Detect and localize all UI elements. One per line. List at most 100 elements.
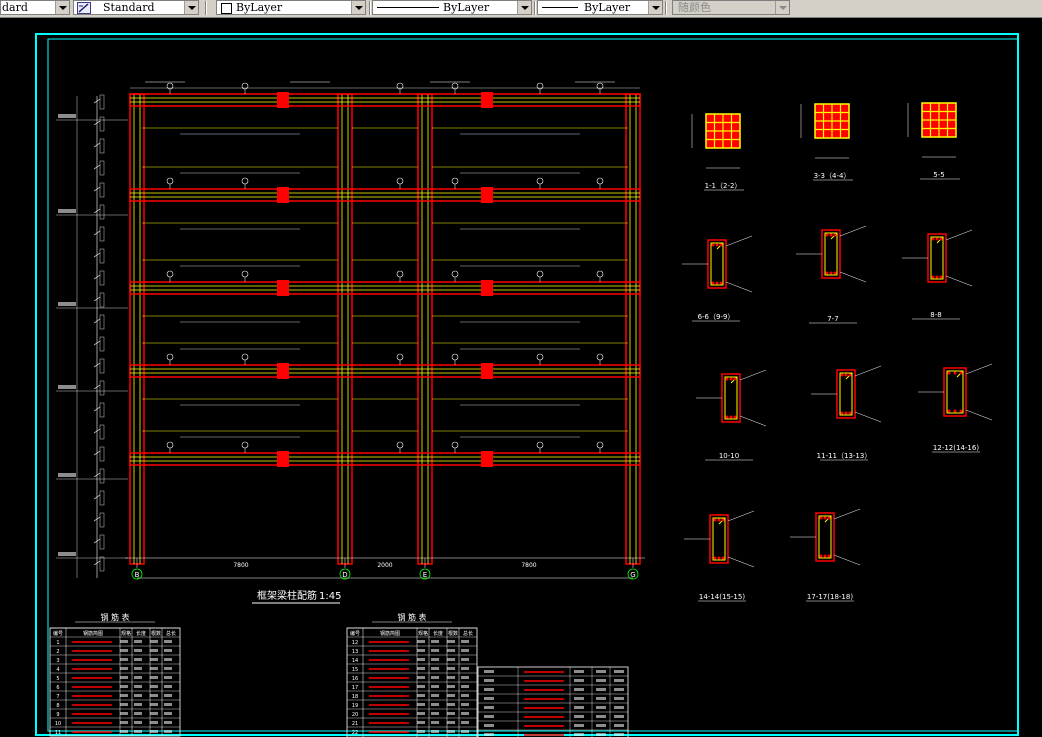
table-header-cell: 编号 — [53, 630, 63, 637]
table-cell-glyph — [461, 676, 469, 679]
longitudinal-bar — [833, 271, 837, 275]
table-row-id: 20 — [352, 712, 358, 718]
table-header-cell: 钢筋简图 — [380, 630, 400, 637]
stirrup — [712, 517, 726, 561]
table-cell-glyph — [461, 667, 469, 670]
level-label-glyph — [58, 114, 76, 118]
table-cell-glyph — [417, 676, 425, 679]
table-cell-glyph — [134, 649, 142, 652]
leader-line — [833, 554, 861, 566]
color-dropdown[interactable]: ByLayer — [216, 0, 366, 15]
table-cell-glyph — [150, 730, 158, 733]
dimension-tick — [93, 164, 101, 170]
chevron-down-icon — [775, 1, 789, 14]
table-cell-glyph — [134, 658, 142, 661]
longitudinal-bar — [713, 518, 717, 522]
table-row-id: 6 — [56, 685, 59, 691]
chevron-down-icon[interactable] — [517, 1, 531, 14]
leader-line — [739, 369, 767, 381]
beam-splice-mark — [481, 280, 493, 296]
chevron-down-icon[interactable] — [184, 1, 198, 14]
level-label-glyph — [58, 473, 76, 477]
table-row-id: 7 — [56, 694, 59, 700]
table-row-id: 4 — [56, 667, 59, 673]
longitudinal-bar — [827, 554, 831, 558]
dimension-tick — [93, 406, 101, 412]
beam-splice-mark — [481, 363, 493, 379]
chevron-down-icon[interactable] — [55, 1, 69, 14]
dimension-label-glyph — [99, 468, 105, 484]
table-cell-glyph — [484, 679, 494, 682]
dimension-label-glyph — [99, 116, 105, 132]
axis-bubble — [627, 568, 639, 580]
axis-bubble — [419, 568, 431, 580]
table-cell-glyph — [150, 694, 158, 697]
text-style-dropdown[interactable]: dard — [0, 0, 70, 15]
table-cell-glyph — [164, 658, 172, 661]
table-cell-glyph — [447, 649, 455, 652]
table-cell-glyph — [484, 733, 494, 736]
table-cell-glyph — [164, 712, 172, 715]
longitudinal-bar — [719, 281, 723, 285]
table-cell-glyph — [417, 730, 425, 733]
table-row-id: 15 — [352, 667, 358, 673]
section-label: 7-7 — [827, 315, 838, 323]
longitudinal-bar — [844, 373, 848, 377]
stirrup — [946, 370, 964, 414]
table-cell-glyph — [431, 667, 439, 670]
stirrup — [724, 376, 738, 420]
table-cell-glyph — [417, 703, 425, 706]
longitudinal-bar — [833, 233, 837, 237]
section-label: 8-8 — [930, 311, 941, 319]
table-cell-glyph — [596, 733, 606, 736]
table-cell-glyph — [120, 685, 128, 688]
dimension-label-glyph — [99, 490, 105, 506]
beam-outline — [129, 93, 641, 107]
longitudinal-bar — [733, 377, 737, 381]
stirrup — [839, 372, 853, 416]
beam-outline — [129, 452, 641, 466]
linetype-dropdown[interactable]: ByLayer — [372, 0, 532, 15]
table-cell-glyph — [484, 688, 494, 691]
table-cell-glyph — [120, 721, 128, 724]
dimension-tick — [93, 560, 101, 566]
stirrup — [824, 232, 838, 276]
table-cell-glyph — [417, 658, 425, 661]
table-cell-glyph — [484, 724, 494, 727]
beam-splice-mark — [277, 280, 289, 296]
toolbar-separator — [205, 1, 207, 15]
table-cell-glyph — [431, 649, 439, 652]
table-cell-glyph — [134, 703, 142, 706]
section-label: 3-3（4-4） — [814, 172, 851, 180]
dimension-label-glyph — [99, 336, 105, 352]
chevron-down-icon[interactable] — [351, 1, 365, 14]
dim-style-dropdown[interactable]: Standard — [73, 0, 199, 15]
longitudinal-bar — [715, 281, 719, 285]
longitudinal-bar — [823, 554, 827, 558]
table-cell-glyph — [417, 712, 425, 715]
table-cell-glyph — [447, 667, 455, 670]
beam-splice-mark — [481, 92, 493, 108]
table-header-cell: 根数 — [151, 630, 161, 637]
table-row-id: 13 — [352, 649, 358, 655]
dimension-tick — [93, 362, 101, 368]
table-cell-glyph — [484, 670, 494, 673]
dimension-tick — [93, 384, 101, 390]
longitudinal-bar — [825, 271, 829, 275]
table-cell-glyph — [120, 730, 128, 733]
table-cell-glyph — [574, 706, 584, 709]
longitudinal-bar — [719, 243, 723, 247]
lineweight-dropdown[interactable]: ByLayer — [537, 0, 663, 15]
table-row-id: 22 — [352, 730, 358, 736]
longitudinal-bar — [721, 518, 725, 522]
table-cell-glyph — [134, 685, 142, 688]
table-cell-glyph — [134, 694, 142, 697]
dimension-tick — [93, 274, 101, 280]
table-cell-glyph — [461, 685, 469, 688]
stirrup — [818, 515, 832, 559]
bay-dimension-text: 2000 — [377, 562, 392, 569]
chevron-down-icon[interactable] — [648, 1, 662, 14]
beam-splice-mark — [277, 451, 289, 467]
